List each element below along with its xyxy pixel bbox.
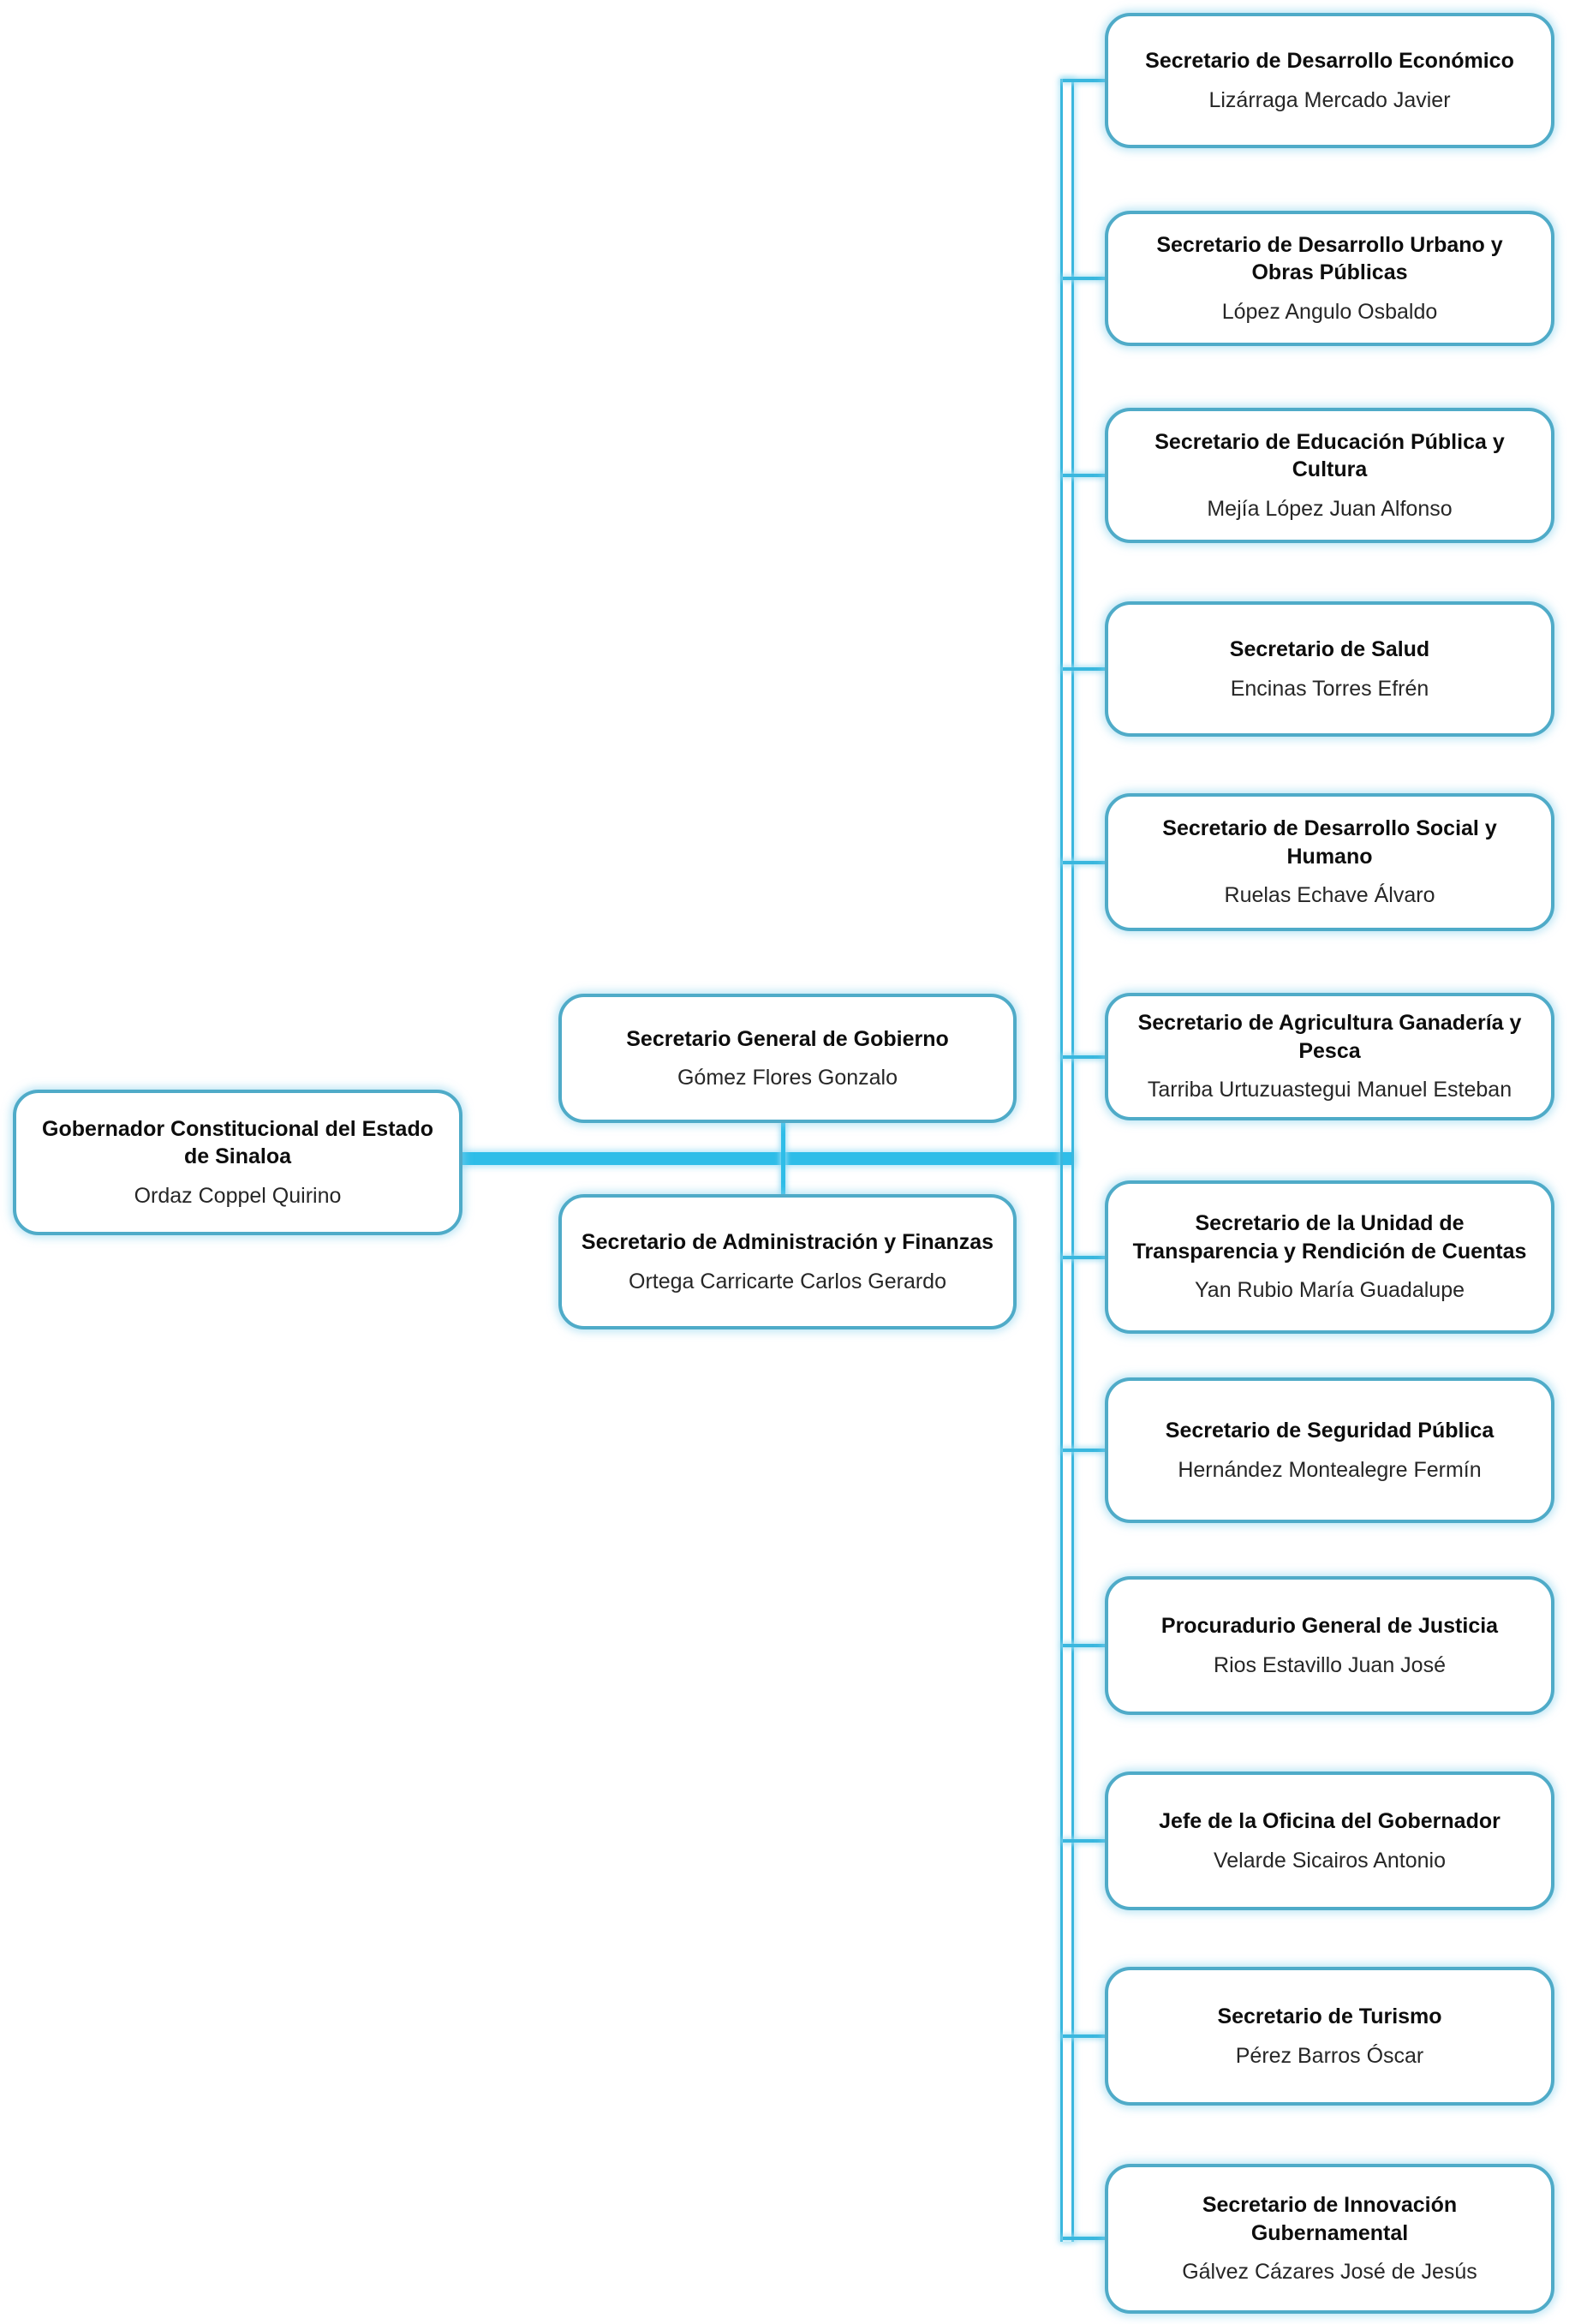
box-person: Pérez Barros Óscar bbox=[1235, 2043, 1424, 2068]
connector-stub-2 bbox=[1063, 277, 1105, 280]
box-title: Jefe de la Oficina del Gobernador bbox=[1159, 1809, 1500, 1834]
connector-stub-1 bbox=[1063, 79, 1105, 82]
org-box-desarrollo-economico: Secretario de Desarrollo Económico Lizár… bbox=[1105, 13, 1554, 148]
connector-spine bbox=[1060, 79, 1074, 2242]
box-title: Gobernador Constitucional del Estado de … bbox=[42, 1116, 433, 1169]
box-title: Secretario de Desarrollo Económico bbox=[1145, 49, 1514, 74]
box-person: Gálvez Cázares José de Jesús bbox=[1182, 2260, 1477, 2285]
box-title: Secretario de Educación Pública y Cultur… bbox=[1154, 429, 1505, 482]
connector-trunk bbox=[461, 1152, 1074, 1165]
box-title: Secretario de Turismo bbox=[1217, 2004, 1442, 2029]
org-box-desarrollo-urbano: Secretario de Desarrollo Urbano y Obras … bbox=[1105, 211, 1554, 346]
connector-stub-8 bbox=[1063, 1449, 1105, 1452]
box-title: Secretario de la Unidad de Transparencia… bbox=[1132, 1211, 1527, 1264]
box-person: Lizárraga Mercado Javier bbox=[1208, 87, 1451, 112]
box-person: Ordaz Coppel Quirino bbox=[134, 1183, 342, 1208]
box-title: Secretario de Agricultura Ganadería y Pe… bbox=[1137, 1011, 1522, 1063]
box-title: Secretario de Administración y Finanzas bbox=[581, 1230, 994, 1255]
box-person: Tarriba Urtuzuastegui Manuel Esteban bbox=[1147, 1078, 1512, 1102]
box-title: Secretario de Innovación Gubernamental bbox=[1202, 2193, 1458, 2245]
box-title: Secretario General de Gobierno bbox=[626, 1026, 949, 1051]
org-box-seguridad-publica: Secretario de Seguridad Pública Hernánde… bbox=[1105, 1377, 1554, 1523]
connector-stub-3 bbox=[1063, 474, 1105, 477]
connector-stub-6 bbox=[1063, 1055, 1105, 1059]
org-box-gobernador: Gobernador Constitucional del Estado de … bbox=[13, 1090, 462, 1235]
box-person: Velarde Sicairos Antonio bbox=[1213, 1848, 1446, 1873]
connector-stub-12 bbox=[1063, 2237, 1105, 2240]
org-box-agricultura: Secretario de Agricultura Ganadería y Pe… bbox=[1105, 993, 1554, 1120]
connector-stub-5 bbox=[1063, 861, 1105, 864]
box-person: Ruelas Echave Álvaro bbox=[1224, 883, 1435, 908]
org-box-educacion-publica: Secretario de Educación Pública y Cultur… bbox=[1105, 408, 1554, 543]
org-box-transparencia: Secretario de la Unidad de Transparencia… bbox=[1105, 1180, 1554, 1334]
box-person: Ortega Carricarte Carlos Gerardo bbox=[629, 1269, 946, 1293]
box-title: Secretario de Desarrollo Urbano y Obras … bbox=[1156, 232, 1503, 285]
org-box-oficina-gobernador: Jefe de la Oficina del Gobernador Velard… bbox=[1105, 1771, 1554, 1910]
connector-stub-9 bbox=[1063, 1644, 1105, 1647]
box-title: Secretario de Salud bbox=[1229, 637, 1430, 662]
connector-stub-10 bbox=[1063, 1839, 1105, 1843]
box-person: Gómez Flores Gonzalo bbox=[677, 1066, 898, 1090]
org-box-salud: Secretario de Salud Encinas Torres Efrén bbox=[1105, 601, 1554, 737]
box-person: Mejía López Juan Alfonso bbox=[1207, 496, 1453, 521]
box-person: Yan Rubio María Guadalupe bbox=[1194, 1278, 1465, 1303]
org-box-procuraduria: Procuradurio General de Justicia Rios Es… bbox=[1105, 1576, 1554, 1715]
org-box-turismo: Secretario de Turismo Pérez Barros Óscar bbox=[1105, 1967, 1554, 2106]
box-person: Rios Estavillo Juan José bbox=[1214, 1652, 1446, 1677]
box-title: Procuradurio General de Justicia bbox=[1160, 1614, 1499, 1639]
org-box-administracion-finanzas: Secretario de Administración y Finanzas … bbox=[558, 1194, 1017, 1329]
box-person: Hernández Montealegre Fermín bbox=[1178, 1457, 1482, 1482]
box-person: Encinas Torres Efrén bbox=[1230, 676, 1429, 701]
box-person: López Angulo Osbaldo bbox=[1221, 299, 1438, 324]
connector-stub-4 bbox=[1063, 667, 1105, 671]
org-box-secretario-general-gobierno: Secretario General de Gobierno Gómez Flo… bbox=[558, 994, 1017, 1123]
connector-stub-11 bbox=[1063, 2034, 1105, 2038]
box-title: Secretario de Desarrollo Social y Humano bbox=[1162, 816, 1497, 869]
org-box-innovacion: Secretario de Innovación Gubernamental G… bbox=[1105, 2164, 1554, 2314]
org-box-desarrollo-social: Secretario de Desarrollo Social y Humano… bbox=[1105, 793, 1554, 931]
connector-stub-7 bbox=[1063, 1256, 1105, 1259]
connector-middle-column bbox=[781, 1123, 785, 1194]
box-title: Secretario de Seguridad Pública bbox=[1165, 1419, 1494, 1443]
